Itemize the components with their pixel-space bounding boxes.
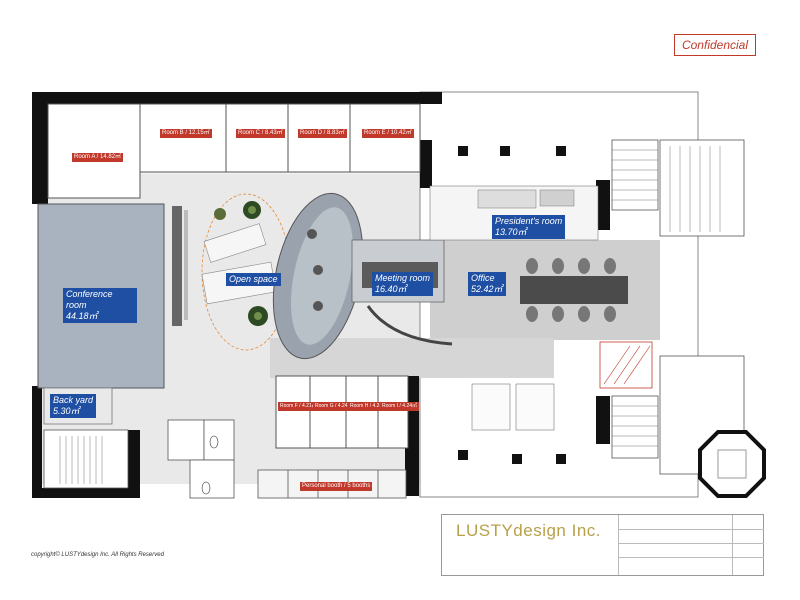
restroom-3 <box>189 459 235 499</box>
label-room-e: Room E / 10.42㎡ <box>362 129 414 138</box>
label-room-g: Room G / 4.24㎡ <box>313 402 355 411</box>
room-area: 13.70㎡ <box>495 227 527 237</box>
toilet-icon <box>201 481 211 495</box>
wall-pillar-4 <box>596 180 610 230</box>
title-block-divider <box>618 515 619 575</box>
wall-pillar-5 <box>596 396 610 444</box>
room-area: 5.30㎡ <box>53 406 80 416</box>
label-presidents-room: President's room 13.70㎡ <box>492 215 566 239</box>
title-block-divider <box>618 557 764 558</box>
stairs-bottom-right <box>611 395 659 459</box>
title-block-divider <box>618 529 764 530</box>
restroom-2 <box>203 419 235 461</box>
room-name: Meeting room <box>375 273 431 283</box>
room-i-box <box>377 375 409 449</box>
stool-icon <box>313 301 323 311</box>
stool-icon <box>307 229 317 239</box>
central-oval-inner <box>290 207 354 345</box>
label-room-i: Room I / 4.24㎡ <box>380 402 420 411</box>
stairs-top-right <box>611 139 659 211</box>
bench-seats <box>172 206 188 326</box>
glass-booth <box>515 383 555 431</box>
room-g-box <box>309 375 347 449</box>
label-meeting-room: Meeting room 16.40㎡ <box>372 272 434 296</box>
plant-icon <box>248 306 268 326</box>
label-conference-room: Conference room 44.18㎡ <box>63 288 137 323</box>
stool-icon <box>313 265 323 275</box>
room-name: Conference room <box>66 289 113 310</box>
room-area: 44.18㎡ <box>66 311 98 321</box>
label-office: Office 52.42㎡ <box>468 272 506 296</box>
title-block: LUSTYdesign Inc. <box>441 514 764 576</box>
room-area: 16.40㎡ <box>375 284 407 294</box>
curved-wall <box>366 305 453 346</box>
confidential-stamp: Confidencial <box>674 34 756 56</box>
sofa-icon <box>539 189 575 207</box>
room-e-box <box>349 103 421 173</box>
stairs-left <box>43 429 129 489</box>
label-room-b: Room B / 12.15㎡ <box>160 129 212 138</box>
title-block-divider <box>618 543 764 544</box>
label-room-f: Room F / 4.21㎡ <box>278 402 319 411</box>
copyright-notice: copyright© LUSTYdesign Inc. All Rights R… <box>31 552 164 558</box>
octagon-inner <box>717 449 747 479</box>
room-a-box <box>47 103 141 199</box>
office-table <box>520 276 628 304</box>
label-room-d: Room D / 8.83㎡ <box>298 129 347 138</box>
label-room-h: Room H / 4.24㎡ <box>348 402 390 411</box>
storage-hatched <box>599 341 653 389</box>
room-area: 52.42㎡ <box>471 284 503 294</box>
label-personal-booth: Personal booth / 5 booths <box>300 482 373 491</box>
room-name: President's room <box>495 216 563 226</box>
open-space-table <box>203 223 267 263</box>
plant-icon <box>243 201 261 219</box>
label-room-c: Room C / 8.43㎡ <box>236 129 285 138</box>
wall-top <box>32 92 442 104</box>
label-open-space: Open space <box>226 273 281 286</box>
room-name: Back yard <box>53 395 94 405</box>
wall-left-bottom <box>32 386 42 498</box>
company-logo: LUSTYdesign Inc. <box>456 521 602 540</box>
wall-left-top <box>32 92 48 204</box>
room-h-box <box>345 375 379 449</box>
room-d-box <box>287 103 351 173</box>
label-room-a: Room A / 14.82㎡ <box>72 153 124 162</box>
restroom-1 <box>167 419 205 461</box>
stairs-right-outer <box>659 139 745 237</box>
glass-booth <box>471 383 511 431</box>
label-back-yard: Back yard 5.30㎡ <box>50 394 97 418</box>
room-f-box <box>275 375 311 449</box>
office-chairs <box>526 258 616 322</box>
wall-pillar-1 <box>128 430 140 498</box>
president-desk <box>477 189 537 209</box>
wall-pillar-3 <box>420 140 432 188</box>
wall-bottom <box>32 488 137 498</box>
room-c-box <box>225 103 289 173</box>
room-b-box <box>139 103 227 173</box>
toilet-icon <box>209 435 219 449</box>
plant-icon <box>214 208 226 220</box>
room-name: Office <box>471 273 495 283</box>
title-block-divider <box>732 515 733 575</box>
